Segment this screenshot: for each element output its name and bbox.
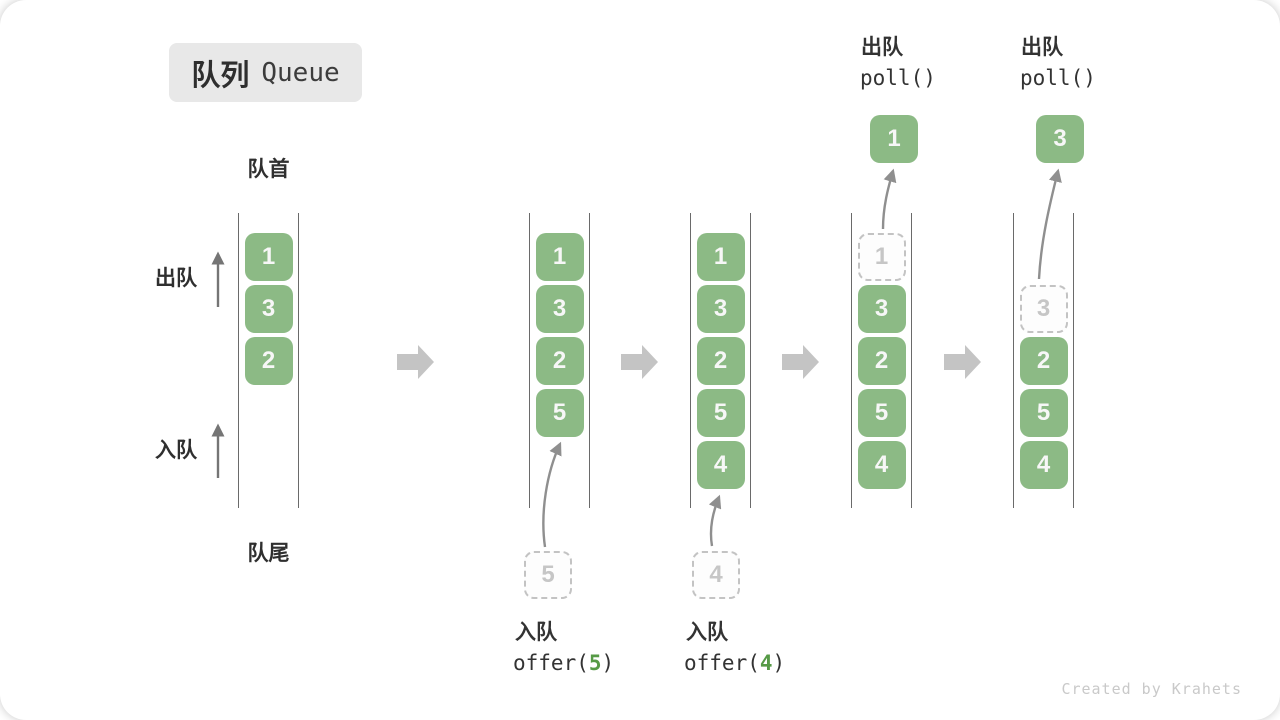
queue-cell: 1 — [696, 233, 745, 281]
code-text: offer( — [684, 651, 760, 675]
queue-cell: 3 — [244, 285, 293, 333]
queue-cell: 4 — [857, 441, 906, 489]
queue-front-label: 队首 — [247, 158, 290, 181]
queue-cell: 1 — [535, 233, 584, 281]
queue-cell: 4 — [696, 441, 745, 489]
figure-title: 队列 Queue — [169, 43, 362, 102]
queue-cell: 5 — [535, 389, 584, 437]
removed-value-cell: 3 — [1036, 115, 1084, 163]
dequeue-op-label: 出队 — [861, 36, 903, 59]
queue-cell: 4 — [1019, 441, 1068, 489]
enqueue-op-label: 入队 — [515, 621, 557, 644]
queue-cell: 2 — [696, 337, 745, 385]
code-text: ) — [601, 651, 615, 675]
queue-cell: 3 — [857, 285, 906, 333]
queue-cell: 5 — [696, 389, 745, 437]
queue-cell: 2 — [857, 337, 906, 385]
queue-cell: 3 — [535, 285, 584, 333]
code-arg: 5 — [588, 651, 602, 675]
queue-cell-ghost: 3 — [1019, 285, 1068, 333]
enqueue-op-code: offer(5) — [513, 651, 614, 675]
removed-value-cell: 1 — [870, 115, 918, 163]
queue-state-after-offer-5: 1 3 2 5 — [529, 213, 590, 508]
enqueue-op-code: offer(4) — [684, 651, 785, 675]
queue-cell: 1 — [244, 233, 293, 281]
enqueue-op-label: 入队 — [686, 621, 728, 644]
queue-cell: 2 — [535, 337, 584, 385]
queue-cell: 5 — [1019, 389, 1068, 437]
queue-state-initial: 1 3 2 — [238, 213, 299, 508]
queue-cell: 3 — [696, 285, 745, 333]
queue-rear-label: 队尾 — [247, 542, 290, 565]
queue-cell-ghost: 1 — [857, 233, 906, 281]
queue-cell: 5 — [857, 389, 906, 437]
queue-state-poll-1: 1 3 2 5 4 — [851, 213, 912, 508]
title-zh: 队列 — [191, 59, 250, 92]
queue-state-after-offer-4: 1 3 2 5 4 — [690, 213, 751, 508]
enqueue-side-label: 入队 — [155, 439, 197, 462]
title-en: Queue — [261, 57, 340, 88]
incoming-value-cell: 5 — [524, 551, 572, 599]
step-arrow-icon — [944, 345, 981, 379]
dequeue-op-code: poll() — [1020, 66, 1096, 90]
queue-cell: 2 — [244, 337, 293, 385]
step-arrow-icon — [782, 345, 819, 379]
code-text: offer( — [513, 651, 589, 675]
incoming-value-cell: 4 — [692, 551, 740, 599]
code-text: ) — [772, 651, 786, 675]
queue-cell: 2 — [1019, 337, 1068, 385]
dequeue-op-label: 出队 — [1021, 36, 1063, 59]
step-arrow-icon — [397, 345, 434, 379]
step-arrow-icon — [621, 345, 658, 379]
queue-state-poll-3: 3 2 5 4 — [1013, 213, 1074, 508]
dequeue-op-code: poll() — [860, 66, 936, 90]
credit-text: Created by Krahets — [1061, 680, 1242, 698]
code-arg: 4 — [759, 651, 773, 675]
dequeue-side-label: 出队 — [155, 267, 197, 290]
